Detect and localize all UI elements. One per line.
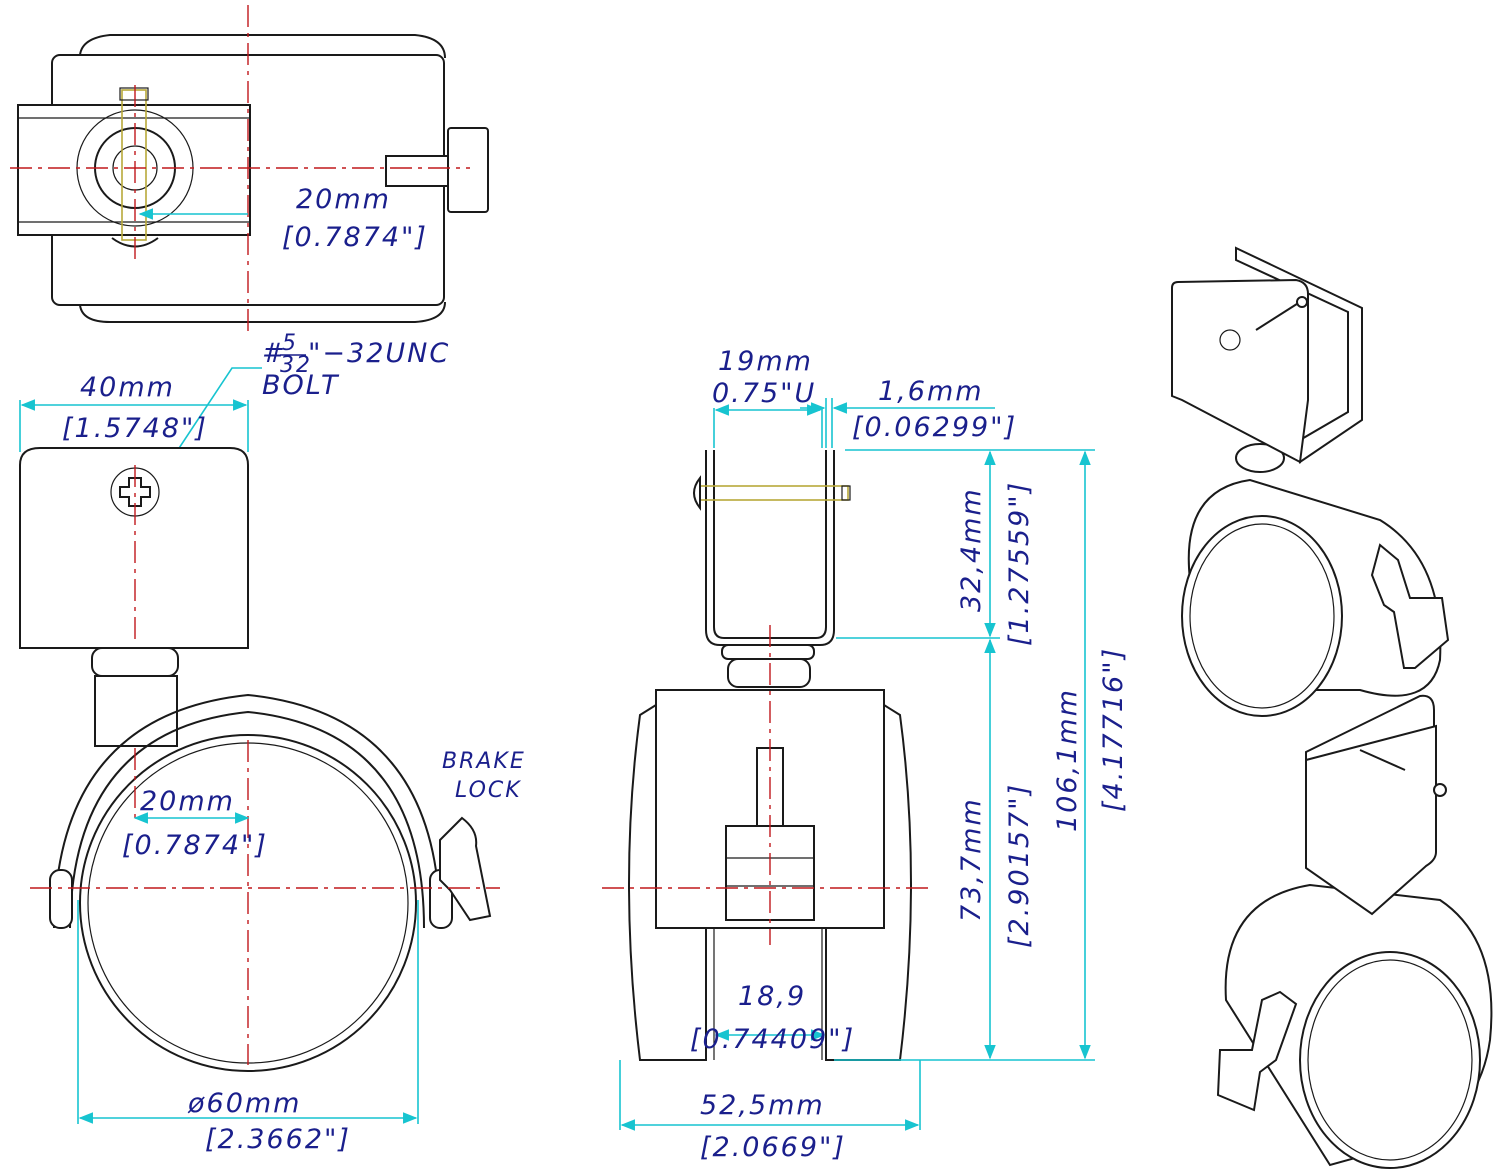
bolt-word: BOLT [262, 370, 340, 401]
brake-label-line2: LOCK [455, 778, 522, 803]
overall-width-in: [2.0669"] [700, 1132, 846, 1163]
bolt-thread: "−32UNC [308, 338, 450, 369]
clamp-width-in: 0.75"U [712, 378, 816, 409]
wheel-diameter-mm: ø60mm [187, 1088, 301, 1119]
isometric-caster-bottom [1216, 694, 1493, 1169]
side-offset-mm: 20mm [140, 786, 235, 817]
total-height-in: [4.17716"] [1098, 647, 1129, 812]
top-offset-mm: 20mm [296, 184, 391, 215]
total-height-mm: 106,1mm [1052, 688, 1083, 832]
gap-mm: 18,9 [738, 981, 806, 1012]
top-offset-in: [0.7874"] [282, 222, 428, 253]
gap-in: [0.74409"] [690, 1024, 855, 1055]
front-view [602, 398, 1095, 1131]
plate-width-mm: 40mm [80, 372, 175, 403]
bolt-numerator: 5 [282, 331, 298, 356]
lower-height-in: [2.90157"] [1004, 783, 1035, 948]
side-offset-in: [0.7874"] [122, 830, 268, 861]
bracket-height-in: [1.27559"] [1004, 481, 1035, 646]
bolt-leader [157, 367, 262, 482]
overall-width-mm: 52,5mm [700, 1090, 825, 1121]
bracket-height-mm: 32,4mm [956, 487, 987, 612]
wall-thickness-mm: 1,6mm [878, 376, 984, 407]
wheel-diameter-in: [2.3662"] [205, 1124, 351, 1155]
isometric-caster-top [1171, 246, 1450, 717]
brake-label-line1: BRAKE [442, 749, 526, 774]
clamp-width-mm: 19mm [718, 346, 813, 377]
top-view [10, 5, 489, 335]
bolt-denominator: 32 [280, 353, 312, 378]
plate-width-in: [1.5748"] [62, 413, 208, 444]
bolt-hash: # [262, 338, 287, 369]
lower-height-mm: 73,7mm [956, 797, 987, 922]
wall-thickness-in: [0.06299"] [852, 412, 1017, 443]
side-view [19, 399, 500, 1124]
